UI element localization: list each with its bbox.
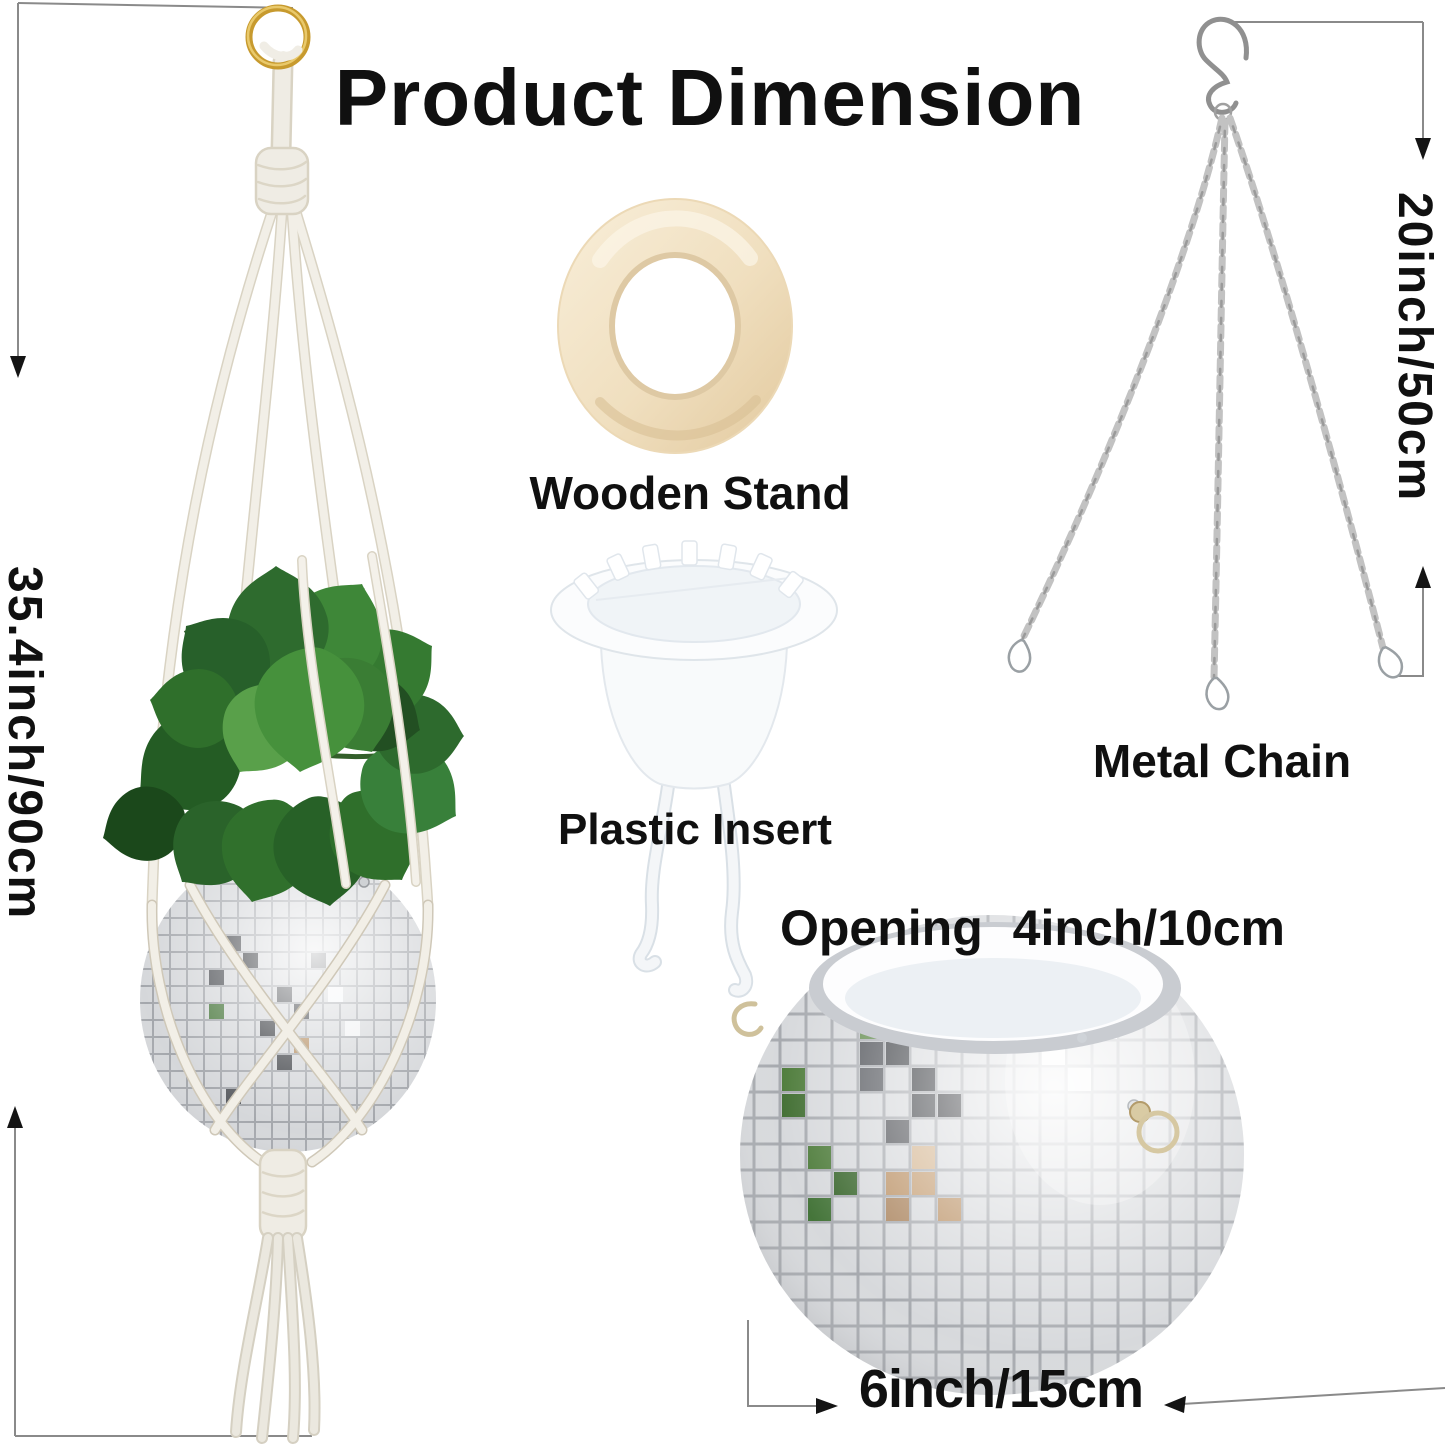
planter-right-arrow-line	[1181, 1387, 1445, 1405]
plastic-insert-pot	[550, 540, 838, 998]
macrame-top-knot	[254, 146, 310, 216]
insert-rim-slots	[573, 540, 804, 600]
metal-chain-assembly	[1003, 16, 1406, 711]
gold-ring	[245, 4, 311, 70]
screw-icon	[358, 876, 370, 888]
drainage-hole	[1077, 1033, 1087, 1043]
disco-ball-planter	[731, 915, 1244, 1395]
chain-length-dimension: 20inch/50cm	[1388, 192, 1441, 503]
metal-chain-label: Metal Chain	[1092, 735, 1352, 787]
macrame-net-ropes	[146, 879, 434, 1168]
insert-straps	[632, 779, 754, 998]
arrowhead-right-icon	[816, 1398, 838, 1414]
wooden-stand-ring	[557, 198, 793, 454]
dimension-lines	[14, 2, 1445, 1437]
planter-diameter-dimension: 6inch/15cm	[858, 1359, 1144, 1419]
arrowhead-up-icon	[7, 1106, 23, 1128]
side-hook-icon	[731, 1001, 764, 1037]
page-title: Product Dimension	[334, 53, 1086, 142]
planter-left-arrow-line	[747, 1320, 820, 1407]
pothos-plant	[91, 551, 480, 915]
arrowhead-down-icon	[1415, 138, 1431, 160]
chain-end-clips	[1003, 636, 1406, 711]
hanger-length-dimension: 35.4inch/90cm	[0, 566, 51, 921]
wooden-stand-label: Wooden Stand	[529, 467, 851, 519]
plastic-insert-label: Plastic Insert	[558, 805, 832, 854]
s-hook-icon	[1196, 16, 1249, 115]
arrowhead-down-icon	[10, 356, 26, 378]
hanger-top-reference-line	[17, 2, 294, 9]
arrowhead-left-icon	[1164, 1396, 1186, 1413]
chain-strands	[1018, 114, 1387, 682]
ring-pull-icon	[1127, 1099, 1180, 1154]
arrowhead-up-icon	[1415, 566, 1431, 588]
planter-opening-dimension: Opening 4inch/10cm	[780, 900, 1286, 956]
macrame-tassel	[230, 1148, 321, 1444]
front-ropes	[297, 551, 421, 889]
dimension-arrowheads	[7, 138, 1431, 1414]
disco-ball-small	[140, 848, 436, 1152]
